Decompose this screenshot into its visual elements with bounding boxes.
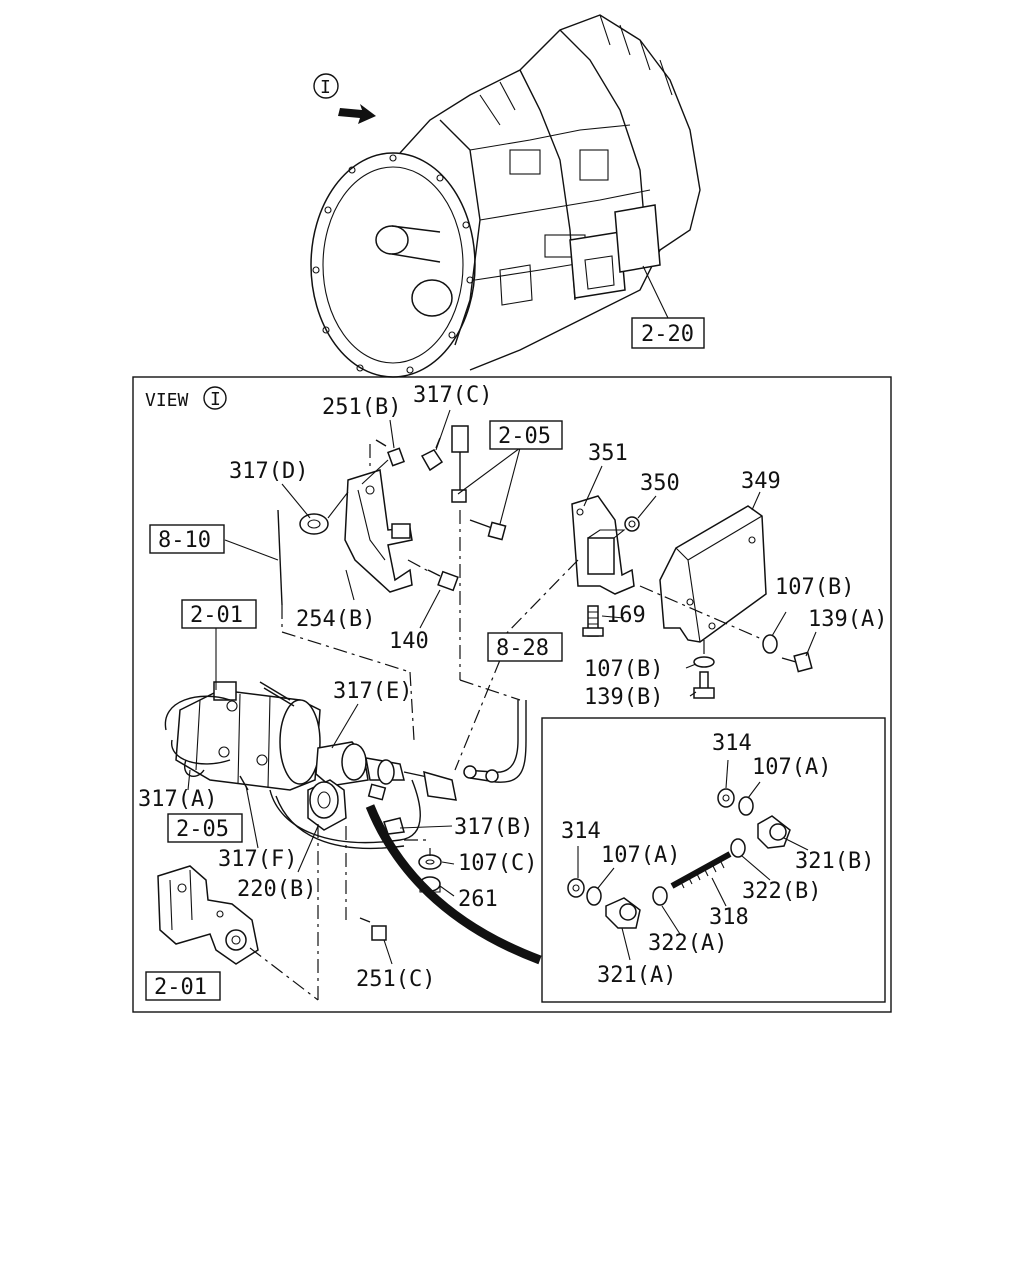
callout-261: 261 [458,887,498,912]
ref-box-8-28 [487,632,563,662]
callout-317f: 317(F) [218,847,297,872]
bolt-139a [781,651,813,673]
stud-169 [582,605,604,637]
bolt-251c [359,917,387,941]
callout-107c: 107(C) [458,851,537,876]
harness-curve [365,804,542,965]
washer-107a-top [738,796,754,816]
nut-350 [624,516,640,532]
washer-107c [418,854,442,870]
callout-318: 318 [709,905,749,930]
callout-139a: 139(A) [808,607,887,632]
callout-317c: 317(C) [413,383,492,408]
callout-322b: 322(B) [742,879,821,904]
callout-317a: 317(A) [138,787,217,812]
callout-140: 140 [389,629,429,654]
washer-107a-left [586,886,602,906]
callout-317d: 317(D) [229,459,308,484]
detail-box [541,717,886,1003]
nut-322b [730,838,746,858]
bracket-254b [344,469,413,593]
callout-leaders [187,409,817,965]
callout-317e: 317(E) [333,679,412,704]
view-label: VIEW [145,390,189,411]
callout-322a: 322(A) [648,931,727,956]
ref-box-2-20 [631,317,705,349]
ref-2-05-top: 2-05 [498,424,551,449]
callout-169: 169 [606,603,646,628]
ref-box-8-10 [149,524,225,554]
ref-box-2-05-bottom [167,813,243,843]
transmission-assembly [310,14,701,378]
clip-317d [299,513,329,535]
ref-2-01-top: 2-01 [190,603,243,628]
callout-107a-left: 107(A) [601,843,680,868]
view-marker-symbol-top: I [320,77,331,98]
callout-321b: 321(B) [795,849,874,874]
washer-107b-right [762,634,778,654]
callout-314-left: 314 [561,819,601,844]
washer-107b-mid [693,656,715,668]
ball-joint-321b [757,815,791,849]
view-i-frame [132,376,892,1013]
ref-2-01-bottom: 2-01 [154,975,207,1000]
ref-box-2-01-top [181,599,257,629]
ref-2-05-bottom: 2-05 [176,817,229,842]
callout-317b: 317(B) [454,815,533,840]
ref-8-28: 8-28 [496,636,549,661]
ball-joint-321a [605,897,641,929]
bolt-139b [693,671,715,699]
callout-107b-right: 107(B) [775,575,854,600]
callout-107a-top: 107(A) [752,755,831,780]
pipe-8-28 [463,700,527,783]
nut-314-left [567,878,585,898]
bolt-251b [375,439,405,467]
callout-107b-mid: 107(B) [584,657,663,682]
rod-318 [670,851,732,889]
callout-139b: 139(B) [584,685,663,710]
view-marker-symbol: I [210,389,221,410]
ref-8-10: 8-10 [158,528,211,553]
clip-317b [383,817,405,835]
callout-351: 351 [588,441,628,466]
nut-314-top [717,788,735,808]
bracket-351 [571,495,635,595]
bracket-2-01-lower [157,865,259,965]
callout-350: 350 [640,471,680,496]
ref-box-2-01-bottom [145,971,221,1001]
nut-322a [652,886,668,906]
callout-321a: 321(A) [597,963,676,988]
callout-251b: 251(B) [322,395,401,420]
callout-349: 349 [741,469,781,494]
callout-254b: 254(B) [296,607,375,632]
callout-220b: 220(B) [237,877,316,902]
ecu-349 [659,505,767,643]
ref-box-2-05-top [489,420,563,450]
actuator-assembly [164,681,457,850]
callout-314-top: 314 [712,731,752,756]
connector-harness [451,425,507,541]
ref-2-20: 2-20 [641,322,694,347]
clip-317c [420,449,444,472]
view-i-arrow: I [313,73,376,124]
bolt-140 [427,569,459,592]
callout-251c: 251(C) [356,967,435,992]
